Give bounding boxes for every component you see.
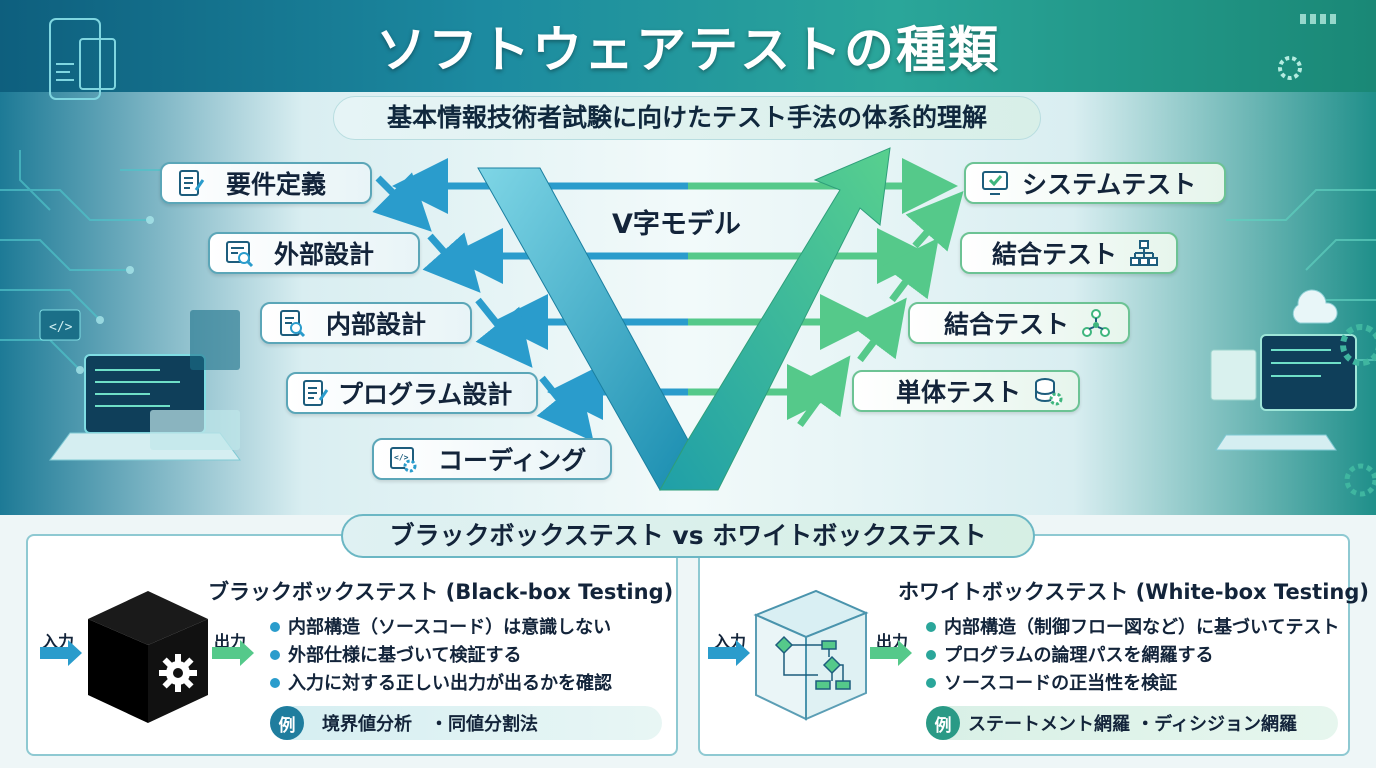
phone-illustration bbox=[49, 18, 116, 100]
page-title: ソフトウェアテストの種類 bbox=[376, 21, 1000, 79]
black-box-input-label: 入力 bbox=[42, 632, 75, 651]
comparison-title: ブラックボックステスト vs ホワイトボックステスト bbox=[341, 514, 1035, 558]
desktop-illustration-right bbox=[1210, 189, 1376, 497]
list-item: 外部仕様に基づいて検証する bbox=[270, 642, 612, 670]
black-box-bullets: 内部構造（ソースコード）は意識しない 外部仕様に基づいて検証する 入力に対する正… bbox=[270, 614, 612, 698]
document-search-icon bbox=[280, 310, 306, 338]
gear-decoration-top-right bbox=[1278, 14, 1336, 80]
stage-system-test: システムテスト bbox=[964, 162, 1226, 204]
document-pen-icon bbox=[179, 170, 205, 196]
stage-label: 外部設計 bbox=[274, 240, 375, 269]
page-subtitle: 基本情報技術者試験に向けたテスト手法の体系的理解 bbox=[333, 96, 1041, 140]
white-box-example: 例 ステートメント網羅 ・ディシジョン網羅 bbox=[926, 706, 1338, 740]
example-badge: 例 bbox=[926, 706, 960, 740]
laptop-illustration-left: </> bbox=[0, 150, 241, 461]
list-item: プログラムの論理パスを網羅する bbox=[926, 642, 1339, 670]
list-item: 内部構造（ソースコード）は意識しない bbox=[270, 614, 612, 642]
stage-program-design: プログラム設計 bbox=[286, 372, 538, 414]
black-box-cube-illustration bbox=[40, 591, 254, 723]
network-icon bbox=[1082, 309, 1111, 337]
database-gear-icon bbox=[1035, 378, 1063, 406]
stage-integration-test-1: 結合テスト bbox=[960, 232, 1178, 274]
white-box-bullets: 内部構造（制御フロー図など）に基づいてテスト プログラムの論理パスを網羅する ソ… bbox=[926, 614, 1339, 698]
stage-label: 結合テスト bbox=[992, 240, 1118, 269]
list-item: ソースコードの正当性を検証 bbox=[926, 670, 1339, 698]
stage-label: 内部設計 bbox=[326, 310, 427, 339]
example-badge: 例 bbox=[270, 706, 304, 740]
stage-label: システムテスト bbox=[1022, 170, 1197, 199]
stage-external-design: 外部設計 bbox=[208, 232, 420, 274]
stage-integration-test-2: 結合テスト bbox=[908, 302, 1130, 344]
stage-internal-design: 内部設計 bbox=[260, 302, 472, 344]
example-text: ステートメント網羅 ・ディシジョン網羅 bbox=[968, 714, 1298, 735]
svg-text:</>: </> bbox=[394, 453, 409, 462]
v-model-diagram bbox=[372, 147, 964, 492]
hierarchy-icon bbox=[1130, 240, 1159, 266]
stage-label: 単体テスト bbox=[896, 378, 1022, 407]
example-text: 境界値分析 ・同値分割法 bbox=[322, 714, 538, 735]
list-item: 内部構造（制御フロー図など）に基づいてテスト bbox=[926, 614, 1339, 642]
stage-label: コーディング bbox=[438, 446, 587, 475]
svg-text:</>: </> bbox=[49, 320, 73, 335]
list-item: 入力に対する正しい出力が出るかを確認 bbox=[270, 670, 612, 698]
white-box-cube-illustration bbox=[708, 589, 912, 721]
document-search-icon bbox=[226, 241, 254, 268]
black-box-output-label: 出力 bbox=[214, 632, 247, 651]
document-pen-icon bbox=[303, 380, 329, 406]
black-box-example: 例 境界値分析 ・同値分割法 bbox=[270, 706, 662, 740]
code-gear-icon: </> bbox=[390, 447, 417, 473]
v-model-label: V字モデル bbox=[612, 209, 741, 240]
stage-coding: </> コーディング bbox=[372, 438, 612, 480]
black-box-title: ブラックボックステスト (Black-box Testing) bbox=[208, 580, 674, 604]
stage-requirements: 要件定義 bbox=[160, 162, 372, 204]
stage-label: プログラム設計 bbox=[338, 380, 513, 409]
white-box-title: ホワイトボックステスト (White-box Testing) bbox=[898, 580, 1369, 604]
monitor-check-icon bbox=[982, 171, 1008, 195]
stage-label: 結合テスト bbox=[944, 310, 1070, 339]
header-band bbox=[0, 0, 1376, 92]
stage-label: 要件定義 bbox=[226, 170, 327, 199]
stage-unit-test: 単体テスト bbox=[852, 370, 1080, 412]
